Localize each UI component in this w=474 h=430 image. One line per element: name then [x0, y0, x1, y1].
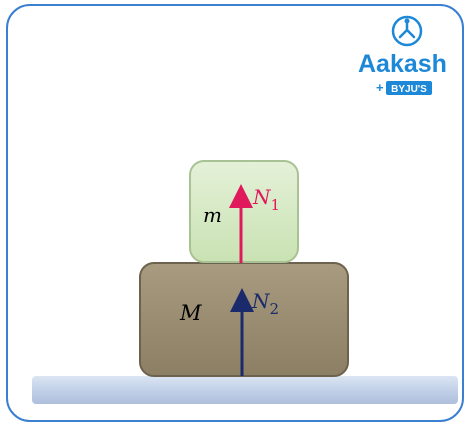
- ground-surface: [32, 376, 458, 404]
- large-block-label: M: [179, 301, 202, 325]
- aakash-logo: Aakash + BYJU'S: [358, 15, 447, 95]
- logo-emblem-icon: [391, 15, 423, 47]
- large-block: [139, 262, 349, 377]
- n1-label: N1: [252, 185, 280, 214]
- n2-label: N2: [251, 289, 279, 318]
- brand-name: Aakash: [358, 50, 447, 78]
- small-block-label: m: [203, 203, 222, 227]
- small-block: [189, 160, 299, 263]
- svg-text:+: +: [376, 80, 384, 95]
- brand-sub: BYJU'S: [391, 84, 427, 95]
